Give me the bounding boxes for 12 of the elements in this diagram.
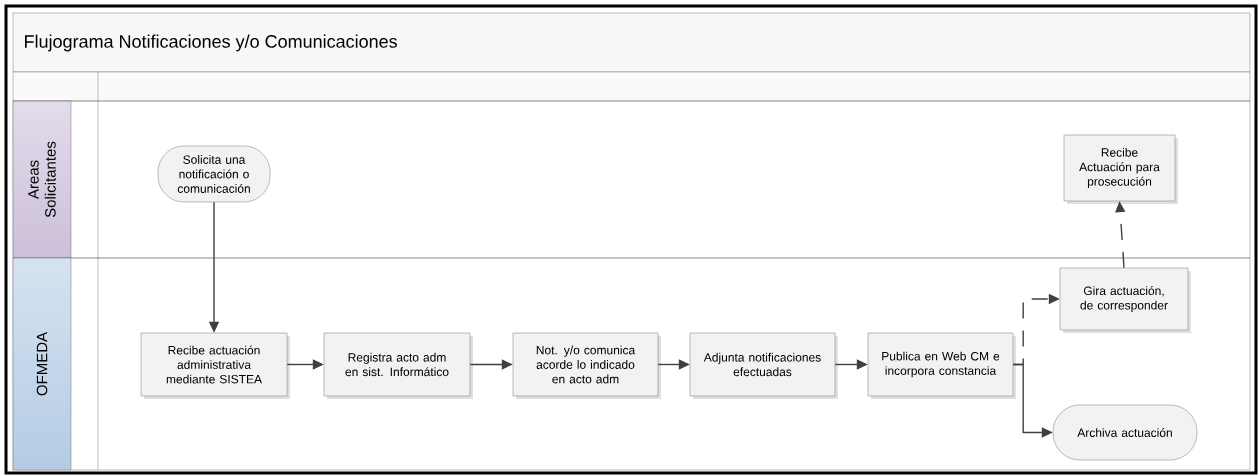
process-box: Publica en Web CM e incorpora constancia [867, 332, 1016, 399]
process-box: Adjunta notificaciones efectuadas [689, 332, 838, 399]
title: Flujograma Notificaciones y/o Comunicaciones [25, 34, 397, 52]
lane-label: OFMEDA [36, 331, 48, 396]
process-box: Registra acto adm en sist. Informático [323, 332, 473, 399]
start-terminal: Solicita una notificación o comunicación [157, 145, 271, 203]
end-terminal: Archiva actuación [1052, 404, 1198, 461]
process-box: Recibe actuación administrativa mediante SISTEA [140, 332, 290, 399]
process-box: Gira actuación, de corresponder [1059, 267, 1191, 333]
process-box: Recibe Actuación para prosecución [1063, 134, 1178, 204]
process-box: Not. y/o comunica acorde lo indicado en acto adm [512, 332, 661, 399]
lane-label: Areas Solicitantes [28, 141, 56, 218]
